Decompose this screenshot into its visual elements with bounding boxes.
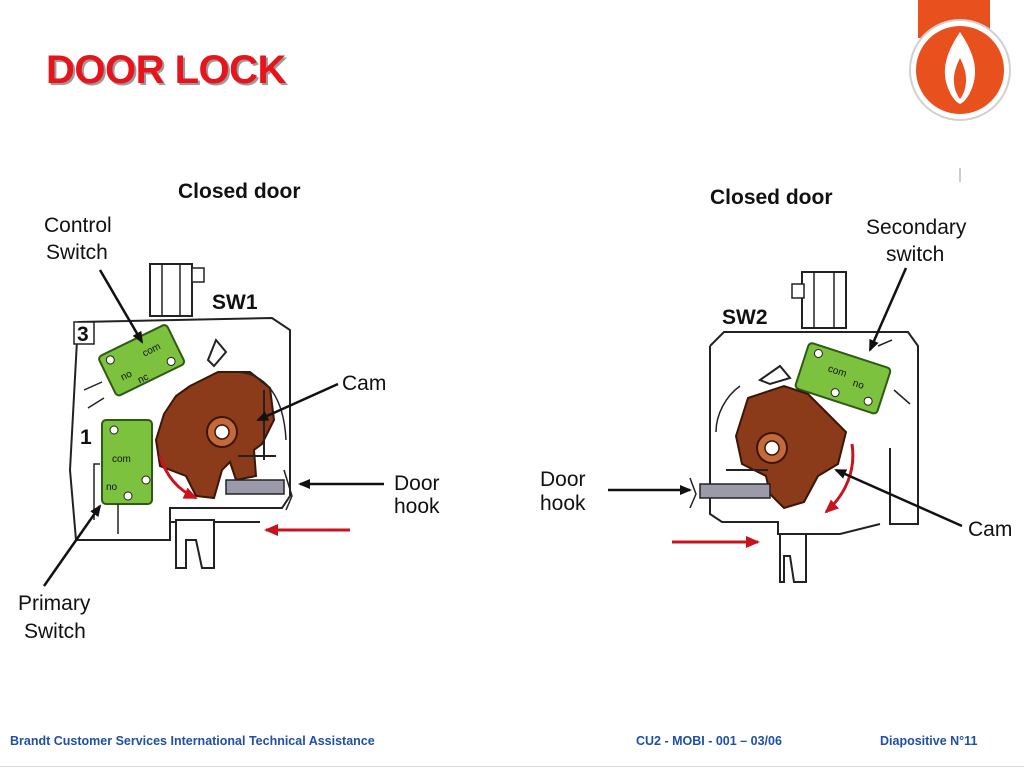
left-cam-rotation-arrow — [158, 455, 198, 500]
secondary-switch-label-line1: Secondary — [866, 216, 967, 239]
left-marker-3: 3 — [77, 323, 89, 346]
left-marker-1: 1 — [80, 426, 92, 449]
right-door-hook-label-line2: hook — [540, 492, 586, 515]
control-switch-no: no — [119, 368, 134, 383]
control-switch-label-line2: Switch — [46, 241, 108, 264]
footer-company: Brandt Customer Services International T… — [10, 734, 375, 748]
primary-switch-no: no — [106, 482, 118, 493]
left-diagram: Closed door Control Switch SW1 3 1 no co… — [18, 180, 440, 643]
secondary-switch-label-line2: switch — [886, 243, 944, 266]
right-door-hook — [689, 477, 807, 583]
right-cam-label: Cam — [968, 518, 1012, 541]
left-door-hook — [175, 469, 293, 569]
right-diagram: Closed door Secondary switch SW2 com no — [540, 168, 1012, 583]
footer-slide-number: Diapositive N°11 — [880, 734, 978, 748]
sw1-label: SW1 — [212, 291, 258, 314]
right-spring — [757, 364, 792, 386]
right-cam-rotation-arrow — [824, 443, 855, 514]
control-switch: no com nc — [98, 324, 186, 397]
footer-divider — [0, 766, 1024, 767]
left-door-hook-label-line1: Door — [394, 472, 440, 495]
left-door-hook-label-line2: hook — [394, 495, 440, 518]
sw2-label: SW2 — [722, 306, 768, 329]
left-heading: Closed door — [178, 180, 301, 203]
left-spring — [206, 338, 228, 368]
right-cam — [734, 384, 848, 510]
right-door-hook-label-line1: Door — [540, 468, 586, 491]
primary-switch-label-line2: Switch — [24, 620, 86, 643]
slide-title: DOOR LOCK — [46, 48, 286, 92]
right-hinge — [791, 271, 847, 329]
right-housing — [709, 331, 919, 535]
flame-logo-icon — [909, 0, 1011, 121]
left-cam-label: Cam — [342, 372, 386, 395]
primary-switch-com: com — [112, 454, 131, 465]
secondary-switch: com no — [794, 342, 892, 415]
primary-switch: com no — [101, 419, 153, 505]
secondary-switch-no: no — [851, 378, 865, 392]
control-switch-label-line1: Control — [44, 214, 112, 237]
control-switch-nc: nc — [136, 372, 150, 387]
left-hinge — [149, 263, 205, 317]
footer-document-code: CU2 - MOBI - 001 – 03/06 — [636, 734, 782, 748]
right-heading: Closed door — [710, 186, 833, 209]
primary-switch-label-line1: Primary — [18, 592, 91, 615]
left-cam — [154, 371, 276, 500]
